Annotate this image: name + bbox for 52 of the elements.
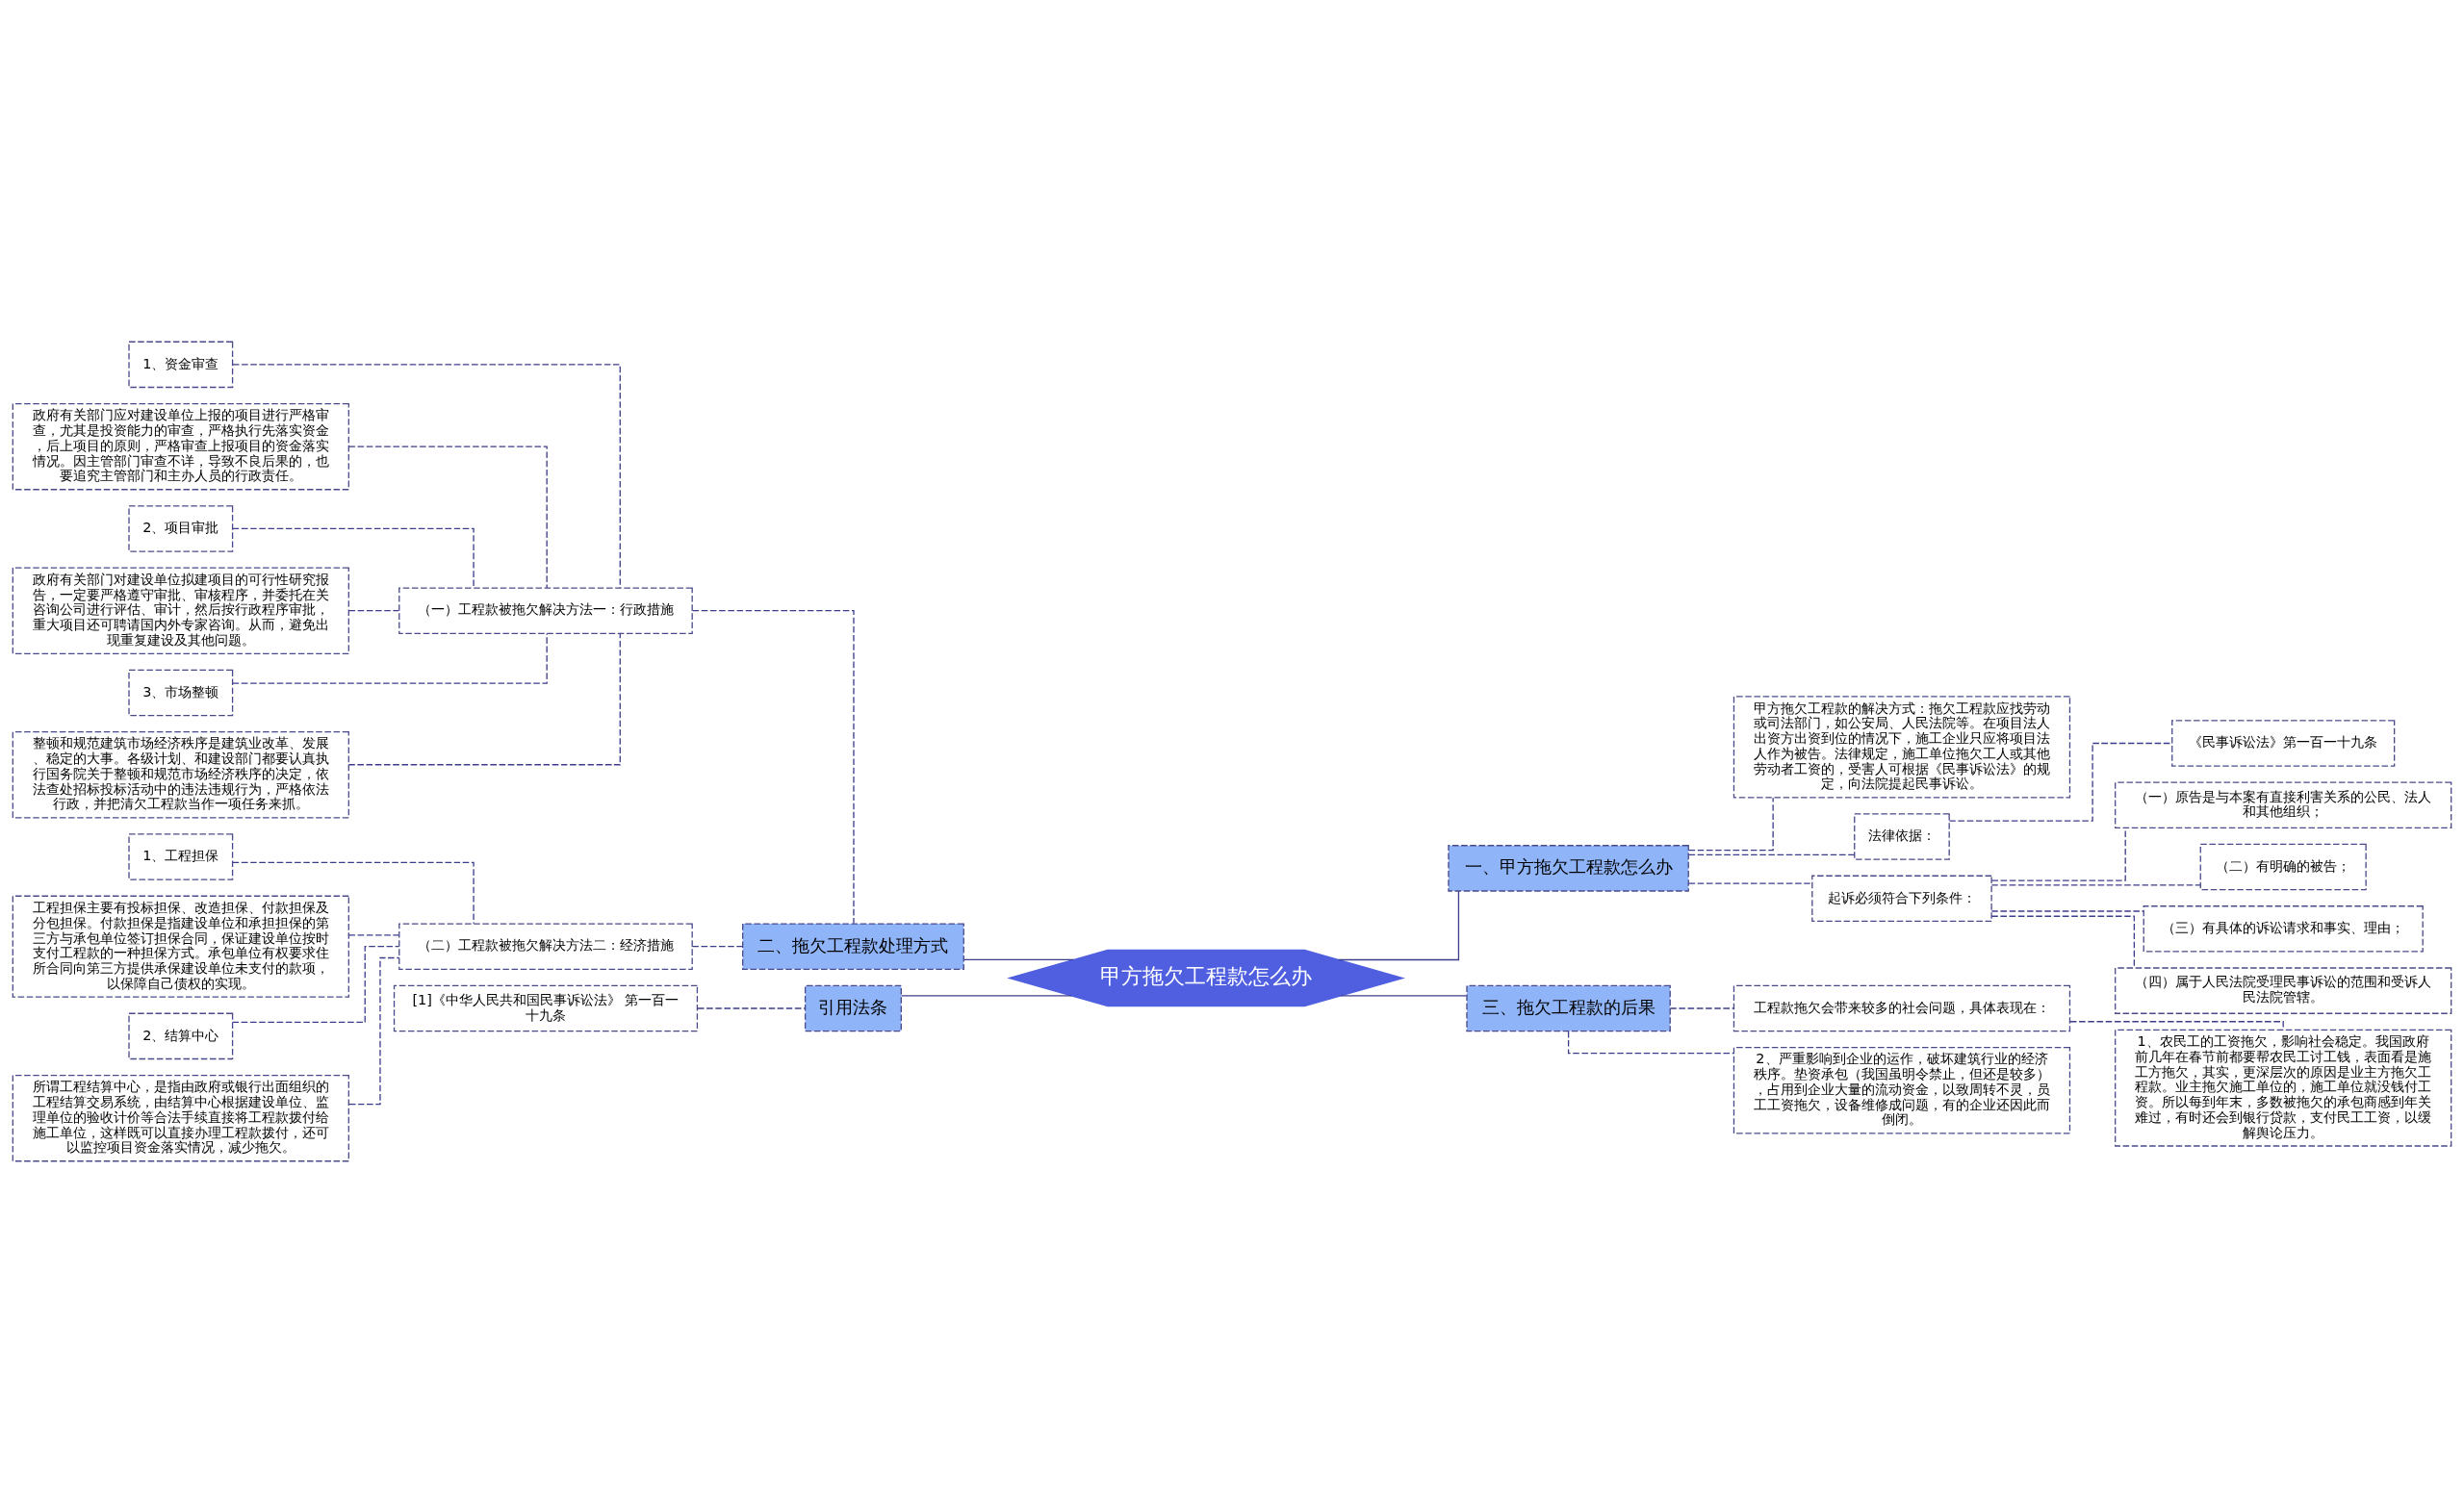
connector bbox=[697, 1006, 807, 1009]
node-box: （四）属于人民法院受理民事诉讼的范围和受诉人民法院管辖。 bbox=[2115, 966, 2452, 1014]
node-box: 所谓工程结算中心，是指由政府或银行出面组织的工程结算交易系统，由结算中心根据建设单位、监理单位的验收计价等合法手续直接将工程款拨付给施工单位，这样既可以直接办理工程款拨付，还可以监控项目资金落实情况，减少拖欠。 bbox=[12, 1074, 349, 1161]
node-box: 二、拖欠工程款处理方式 bbox=[742, 922, 964, 970]
node-box: （二）有明确的被告； bbox=[2199, 843, 2367, 890]
connector bbox=[962, 958, 1075, 960]
node-box: 工程担保主要有投标担保、改造担保、付款担保及分包担保。付款担保是指建设单位和承担担保的第三方与承包单位签订担保合同，保证建设单位按时支付工程款的一种担保方式。承包单位有权要求住所合同向第三方提供承保建设单位未支付的款项，以保障自己债权的实现。 bbox=[12, 895, 349, 998]
connector bbox=[1669, 1006, 1734, 1009]
node-box: 工程款拖欠会带来较多的社会问题，具体表现在： bbox=[1732, 984, 2071, 1031]
node-box: （二）工程款被拖欠解决方法二：经济措施 bbox=[398, 922, 693, 970]
connector bbox=[1688, 881, 1813, 884]
node-box: （三）有具体的诉讼请求和事实、理由； bbox=[2143, 904, 2424, 953]
connector bbox=[347, 632, 621, 765]
connector bbox=[347, 933, 399, 936]
connector bbox=[232, 527, 475, 589]
connector bbox=[1338, 890, 1460, 960]
node-box: 1、资金审查 bbox=[128, 341, 234, 388]
connector bbox=[1340, 994, 1468, 997]
node-box: （一）原告是与本案有直接利害关系的公民、法人和其他组织； bbox=[2115, 781, 2452, 828]
connector bbox=[347, 446, 548, 589]
node-box: 甲方拖欠工程款的解决方式：拖欠工程款应找劳动或司法部门，如公安局、人民法院等。在项目法人出资方出资到位的情况下，施工企业只应将项目法人作为被告。法律规定，施工单位拖欠工人或其他劳动者工资的，受害人可根据《民事诉讼法》的规定，向法院提起民事诉讼。 bbox=[1732, 695, 2071, 799]
connector bbox=[232, 945, 400, 1023]
connector bbox=[347, 609, 399, 611]
connector bbox=[1688, 853, 1856, 855]
connector bbox=[1990, 909, 2144, 912]
connector bbox=[901, 994, 1072, 997]
node-box: 3、市场整顿 bbox=[128, 669, 234, 716]
node-box: 法律依据： bbox=[1854, 812, 1950, 860]
node-box: 2、严重影响到企业的运作，破坏建筑行业的经济秩序。垫资承包（我国虽明令禁止，但还是较多），占用到企业大量的流动资金，以致周转不灵，员工工资拖欠，设备维修成问题，有的企业还因此而倒闭。 bbox=[1732, 1046, 2071, 1134]
node-box: 1、农民工的工资拖欠，影响社会稳定。我国政府前几年在春节前都要帮农民工讨工钱，表面看是施工方拖欠，其实，更深层次的原因是业主方拖欠工程款。业主拖欠施工单位的，施工单位就没钱付工资。所以每到年末，多数被拖欠的承包商感到年关难过，有时还会到银行贷款，支付民工工资，以缓解舆论压力。 bbox=[2115, 1029, 2452, 1147]
node-box: 《民事诉讼法》第一百一十九条 bbox=[2171, 719, 2396, 767]
node-box: 三、拖欠工程款的后果 bbox=[1466, 984, 1671, 1031]
connector bbox=[232, 632, 548, 684]
node-box: 引用法条 bbox=[804, 984, 902, 1031]
node-box: 政府有关部门对建设单位拟建项目的可行性研究报告，一定要严格遵守审批、审核程序，并委托在关咨询公司进行评估、审计，然后按行政程序审批，重大项目还可聘请国内外专家咨询。从而，避免出现重复建设及其他问题。 bbox=[12, 566, 349, 654]
node-box: 起诉必须符合下列条件： bbox=[1811, 875, 1992, 922]
node-box: 一、甲方拖欠工程款怎么办 bbox=[1448, 844, 1689, 892]
node-box: 政府有关部门应对建设单位上报的项目进行严格审查，尤其是投资能力的审查，严格执行先落实资金，后上项目的原则，严格审查上报项目的资金落实情况。因主管部门审查不详，导致不良后果的，也要追究主管部门和主办人员的行政责任。 bbox=[12, 402, 349, 490]
connector bbox=[232, 363, 621, 588]
connector bbox=[1687, 797, 1774, 851]
connector bbox=[232, 861, 475, 925]
connector bbox=[1990, 883, 2201, 885]
connector bbox=[691, 945, 743, 947]
connector bbox=[691, 609, 855, 924]
node-box: 整顿和规范建筑市场经济秩序是建筑业改革、发展、稳定的大事。各级计划、和建设部门都要认真执行国务院关于整顿和规范市场经济秩序的决定，依法查处招标投标活动中的违法违规行为，严格依法行政，并把清欠工程款当作一项任务来抓。 bbox=[12, 730, 349, 819]
connector bbox=[347, 956, 400, 1105]
connector bbox=[1990, 915, 2136, 969]
node-box: [1]《中华人民共和国民事诉讼法》 第一百一十九条 bbox=[393, 984, 699, 1031]
node-box: 2、结算中心 bbox=[128, 1012, 234, 1059]
node-box: 1、工程担保 bbox=[128, 832, 234, 880]
node-box: （一）工程款被拖欠解决方法一：行政措施 bbox=[398, 586, 693, 634]
node-box: 2、项目审批 bbox=[128, 504, 234, 552]
